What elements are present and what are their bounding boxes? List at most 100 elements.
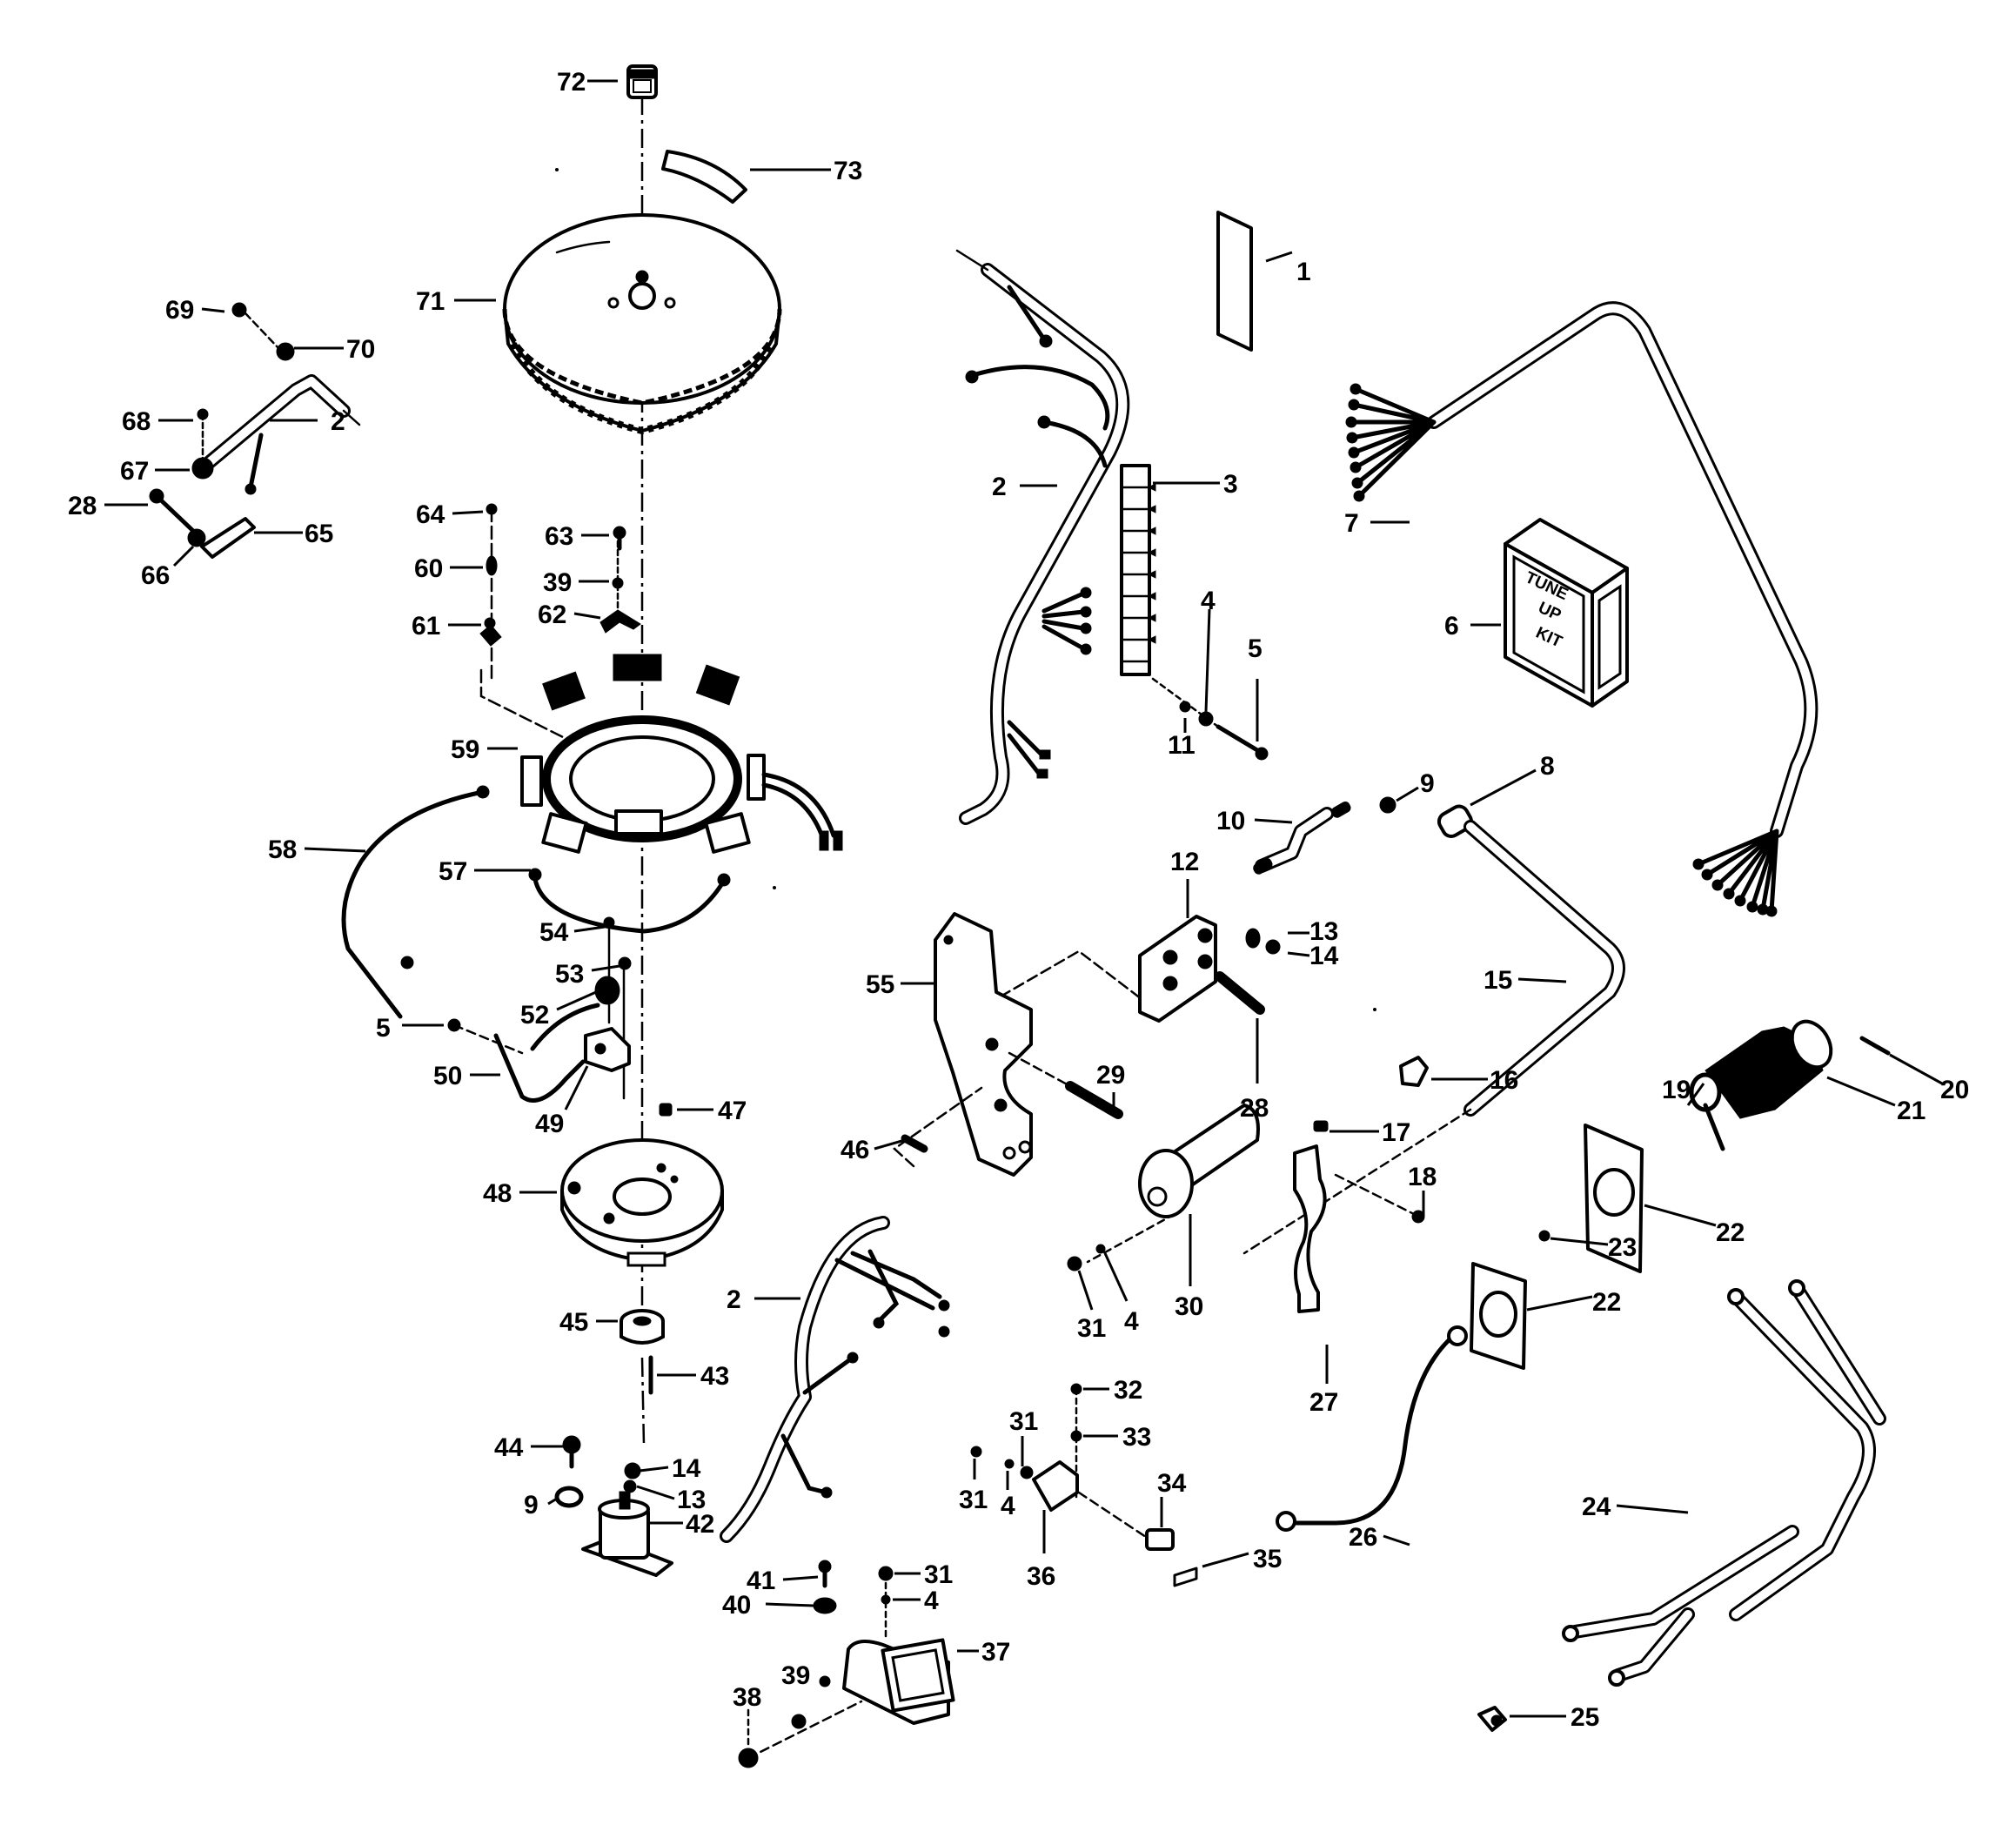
callout-2: 2 (727, 1285, 741, 1314)
callout-68: 68 (122, 407, 151, 436)
nut-icon[interactable] (1265, 939, 1281, 955)
ignition-switch-icon[interactable] (1705, 1015, 1839, 1119)
plate-icon[interactable] (1584, 1124, 1644, 1273)
callout-4: 4 (924, 1587, 939, 1615)
bracket-icon[interactable] (1032, 1460, 1079, 1512)
flywheel-key-icon[interactable] (661, 150, 747, 204)
rectifier-icon[interactable] (819, 1638, 955, 1725)
screw-icon[interactable] (1216, 724, 1269, 761)
fuse-icon[interactable] (1173, 1567, 1198, 1587)
screw-icon[interactable] (1215, 971, 1265, 1015)
callout-72: 72 (557, 68, 586, 97)
clamp-icon[interactable] (479, 624, 502, 647)
ignition-coil-icon[interactable] (1138, 1104, 1260, 1218)
bracket-icon[interactable] (934, 912, 1033, 1177)
callout-23: 23 (1608, 1233, 1637, 1262)
callout-38: 38 (733, 1683, 761, 1712)
callout-49: 49 (535, 1110, 564, 1138)
screw-icon[interactable] (1065, 1081, 1123, 1119)
spark-plug-boot-icon[interactable] (1436, 803, 1474, 840)
terminal-block-icon[interactable] (1120, 464, 1156, 676)
screw-icon[interactable] (149, 488, 196, 533)
callout-50: 50 (433, 1062, 462, 1090)
terminal-icon[interactable] (1477, 1706, 1507, 1732)
tune-up-kit-icon[interactable]: TUNE UP KIT (1504, 518, 1629, 708)
callout-36: 36 (1027, 1562, 1055, 1591)
screw-icon[interactable] (818, 1560, 832, 1588)
callout-26: 26 (1349, 1523, 1377, 1552)
callout-25: 25 (1571, 1703, 1599, 1732)
nut-icon[interactable] (1067, 1256, 1082, 1271)
clamp-icon[interactable] (599, 609, 641, 634)
callout-13: 13 (677, 1486, 706, 1514)
screw-icon[interactable] (231, 302, 247, 318)
screw-icon[interactable] (613, 526, 626, 551)
screw-icon[interactable] (562, 1435, 581, 1469)
callout-7: 7 (1344, 509, 1359, 538)
bracket-icon[interactable] (200, 517, 256, 559)
nut-icon[interactable] (1020, 1466, 1034, 1479)
callout-63: 63 (545, 522, 573, 551)
callout-31: 31 (1077, 1314, 1106, 1343)
washer-icon[interactable] (1095, 1244, 1106, 1254)
fuse-holder-icon[interactable] (1145, 1528, 1175, 1551)
lead-icon[interactable] (493, 1033, 586, 1103)
nut-icon[interactable] (624, 1462, 641, 1479)
callout-69: 69 (165, 296, 194, 325)
flywheel-nut-icon[interactable] (626, 64, 658, 99)
power-pack-icon[interactable] (1138, 915, 1217, 1023)
lead-icon[interactable] (341, 789, 486, 1019)
screw-icon[interactable] (1538, 1230, 1551, 1242)
spacer-icon[interactable] (659, 1103, 673, 1117)
callout-1: 1 (1296, 258, 1311, 286)
flywheel-icon[interactable] (502, 213, 782, 435)
sensor-icon[interactable] (584, 1027, 631, 1072)
callout-43: 43 (700, 1362, 729, 1391)
washer-icon[interactable] (1245, 928, 1261, 949)
speck (555, 168, 559, 171)
callout-64: 64 (416, 500, 445, 529)
stator-icon[interactable] (520, 654, 843, 854)
callout-31: 31 (1009, 1407, 1038, 1436)
solenoid-icon[interactable] (581, 1491, 673, 1577)
callout-31: 31 (959, 1486, 988, 1514)
clip-icon[interactable] (276, 342, 295, 361)
callout-10: 10 (1216, 807, 1245, 835)
clamp-icon[interactable] (594, 976, 620, 1005)
screw-icon[interactable] (197, 408, 209, 461)
nut-icon[interactable] (970, 1446, 982, 1458)
callout-9: 9 (1420, 769, 1435, 798)
washer-icon[interactable] (791, 1714, 807, 1729)
washer-icon[interactable] (623, 1479, 637, 1493)
callout-57: 57 (439, 857, 467, 886)
washer-icon[interactable] (1379, 796, 1396, 814)
washer-icon[interactable] (191, 457, 214, 480)
decal-icon[interactable] (1216, 211, 1253, 352)
screw-icon[interactable] (1859, 1036, 1891, 1056)
nut-icon[interactable] (187, 528, 206, 547)
washer-icon[interactable] (1004, 1459, 1015, 1469)
spring-icon[interactable] (1313, 1120, 1329, 1132)
callout-14: 14 (1309, 942, 1339, 970)
lead-icon[interactable] (532, 876, 727, 934)
ground-lead-icon[interactable] (1294, 1338, 1451, 1526)
key-icon[interactable] (1689, 1072, 1725, 1151)
washer-icon[interactable] (554, 1486, 584, 1508)
callout-6: 6 (1444, 612, 1459, 641)
plate-icon[interactable] (1470, 1262, 1527, 1370)
callout-44: 44 (494, 1433, 524, 1462)
timer-base-icon[interactable] (560, 1138, 724, 1267)
callout-18: 18 (1408, 1163, 1437, 1191)
boot-icon[interactable] (1399, 1056, 1429, 1087)
callout-17: 17 (1382, 1118, 1410, 1147)
clamp-icon[interactable] (486, 555, 498, 576)
clamp-icon[interactable] (1293, 1144, 1327, 1313)
callout-15: 15 (1484, 966, 1512, 995)
screw-icon[interactable] (901, 1134, 928, 1153)
callout-61: 61 (412, 612, 440, 641)
bushing-icon[interactable] (620, 1309, 665, 1345)
callout-12: 12 (1170, 848, 1199, 876)
callout-4: 4 (1124, 1307, 1139, 1336)
grommet-icon[interactable] (813, 1597, 837, 1614)
